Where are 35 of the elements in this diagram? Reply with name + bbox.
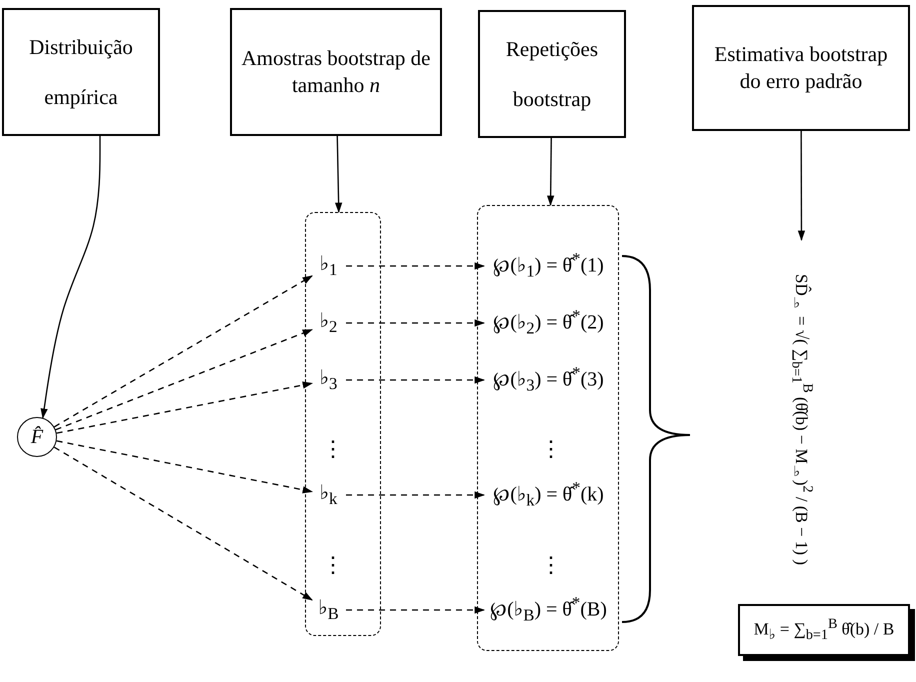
dashed-arrow bbox=[54, 275, 313, 428]
ellipsis-dots: ⋮ bbox=[322, 436, 344, 462]
sample-symbol: ♭$_{1}$ bbox=[312, 250, 346, 280]
arrow bbox=[40, 136, 101, 419]
process-box: Estimativa bootstrap do erro padrão bbox=[692, 5, 910, 131]
dashed-arrow bbox=[346, 319, 486, 327]
process-box: Amostras bootstrap de tamanho n bbox=[230, 8, 442, 136]
ellipsis-dots: ⋮ bbox=[540, 552, 562, 578]
formula: ℘(♭$_{2}$) = θ̂$^{*}$(2) bbox=[484, 308, 614, 338]
ellipsis-dots: ⋮ bbox=[322, 552, 344, 578]
process-box: Distribuição empírica bbox=[2, 8, 160, 136]
dashed-arrow bbox=[346, 491, 486, 499]
arrow bbox=[798, 131, 806, 242]
dashed-arrow bbox=[346, 262, 486, 270]
distribution-circle: F̂ bbox=[17, 417, 57, 457]
dashed-arrow bbox=[346, 376, 486, 384]
arrow bbox=[334, 136, 342, 214]
ellipsis-dots: ⋮ bbox=[540, 436, 562, 462]
process-box: Repetições bootstrap bbox=[478, 10, 626, 138]
sample-symbol: ♭$_{k}$ bbox=[312, 480, 346, 510]
dashed-arrow bbox=[56, 382, 314, 434]
formula: ℘(♭$_{B}$) = θ̂$^{*}$(B) bbox=[484, 594, 614, 624]
sample-symbol: ♭$_{2}$ bbox=[312, 308, 346, 338]
dashed-arrow bbox=[346, 606, 486, 614]
dashed-group-box bbox=[477, 205, 619, 651]
sample-symbol: ♭$_{B}$ bbox=[312, 594, 346, 624]
dashed-arrow bbox=[54, 446, 313, 600]
formula: ℘(♭$_{1}$) = θ̂$^{*}$(1) bbox=[484, 250, 614, 280]
dashed-arrow bbox=[55, 329, 313, 430]
dashed-group-box bbox=[305, 212, 381, 636]
formula: ℘(♭$_{k}$) = θ̂$^{*}$(k) bbox=[484, 480, 614, 510]
dashed-arrow bbox=[56, 440, 314, 494]
formula: ℘(♭$_{3}$) = θ̂$^{*}$(3) bbox=[484, 364, 614, 394]
sample-symbol: ♭$_{3}$ bbox=[312, 364, 346, 394]
arrow bbox=[546, 138, 554, 206]
